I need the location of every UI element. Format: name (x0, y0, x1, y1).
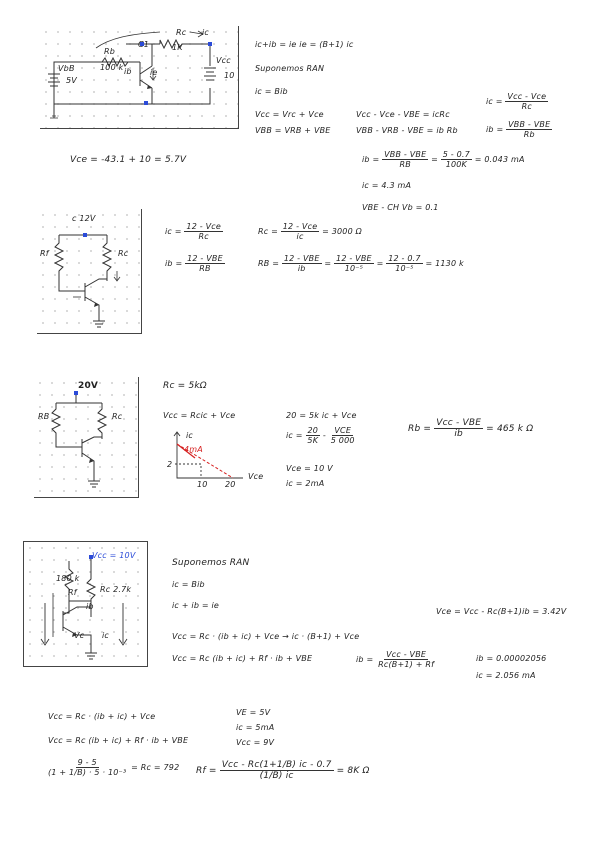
c3-eq-2: 20 = 5k ic + Vce (286, 411, 357, 420)
c1-label-vcc-val: 10 (224, 71, 235, 80)
c1-label-rc-val: 1K (172, 43, 183, 52)
c4-label-rc: Rc 2.7k (100, 585, 132, 594)
c1-eq-ic: ic = 4.3 mA (362, 181, 412, 190)
c3-label-rc: Rc (112, 412, 123, 421)
c3-graph-y-label: ic (186, 431, 194, 440)
c1-label-c1: C1 (138, 40, 150, 49)
c1-label-ic: ic (202, 28, 210, 37)
c4-label-rf-val: 180 k (56, 574, 80, 583)
c4-eq-4: Vcc = Rc · (ib + ic) + Vce → ic · (B+1) … (172, 632, 360, 641)
circuit-4-schematic (40, 555, 128, 660)
c1-label-vbb-val: 5V (66, 76, 77, 85)
c3-heading: Rc = 5kΩ (163, 381, 207, 391)
c4-label-ic: ic (102, 631, 110, 640)
c1-label-vbb: VbB (58, 64, 75, 73)
c5-spec-3: Vcc = 9V (236, 738, 275, 747)
c1-label-vcc: Vcc (216, 56, 231, 65)
c3-graph-point: 4mA (184, 445, 203, 454)
c5-eq-2: Vcc = Rc (ib + ic) + Rf · ib + VBE (48, 736, 189, 745)
c3-graph-x2: 20 (225, 480, 236, 489)
c4-label-vcc: Vcc = 10V (92, 551, 136, 560)
c1-eq-3: ic = Bib (255, 87, 288, 96)
c3-graph-x-label: Vce (248, 472, 264, 481)
c3-eq-1: Vcc = Rcic + Vce (163, 411, 236, 420)
c4-eq-7: ic = 2.056 mA (476, 671, 536, 680)
c1-label-ie: ie (150, 68, 158, 77)
c4-heading: Suponemos RAN (172, 558, 250, 568)
c5-frac-rf: Rf = Vcc - Rc(1+1/B) ic - 0.7(1/B) ic = … (196, 760, 370, 781)
c5-frac-rc: 9 - 5(1 + 1/B) · 5 · 10⁻³ = Rc = 792 (48, 758, 180, 777)
c1-eq-5: VBB = VRB + VBE (255, 126, 331, 135)
c1-label-rb: Rb (104, 47, 116, 56)
c3-label-rb: RB (38, 412, 50, 421)
circuit-3-schematic (50, 391, 108, 488)
circuit-2-schematic (53, 233, 121, 328)
c1-eq-1: ic+ib = ie ie = (B+1) ic (255, 40, 354, 49)
c4-label-vc: Vc (74, 631, 85, 640)
c5-spec-1: VE = 5V (236, 708, 271, 717)
c3-eq-4: Vce = 10 V (286, 464, 333, 473)
c3-graph-x1: 10 (197, 480, 208, 489)
c1-eq-7: VBB - VRB - VBE = ib Rb (356, 126, 458, 135)
c3-load-line-graph (173, 431, 243, 479)
c4-eq-5: Vcc = Rc (ib + ic) + Rf · ib + VBE (172, 654, 313, 663)
c5-spec-2: ic = 5mA (236, 723, 275, 732)
c1-label-rb-val: 100 k (100, 63, 124, 72)
c1-vce-result: Vce = -43.1 + 10 = 5.7V (70, 155, 187, 165)
c4-eq-1: ic = Bib (172, 580, 205, 589)
c1-label-ib: ib (124, 67, 132, 76)
circuit-1-schematic (48, 30, 216, 119)
c3-graph-y2: 2 (167, 460, 173, 469)
c5-eq-1: Vcc = Rc · (ib + ic) + Vce (48, 712, 156, 721)
c4-eq-3: Vce = Vcc - Rc(B+1)ib = 3.42V (436, 607, 567, 616)
circuit-3-panel (34, 377, 139, 498)
c2-label-rc: Rc (118, 249, 129, 258)
c1-eq-2: Suponemos RAN (255, 64, 325, 73)
circuit-4-panel (23, 541, 148, 667)
c4-label-ib: ib (86, 602, 94, 611)
c4-eq-2: ic + ib = ie (172, 601, 220, 610)
c4-eq-6: ib = 0.00002056 (476, 654, 547, 663)
c2-label-vcc: c 12V (72, 214, 96, 223)
c2-label-rf: Rf (40, 249, 49, 258)
c1-eq-vbe: VBE - CH Vb = 0.1 (362, 203, 439, 212)
circuit-2-panel (37, 209, 142, 334)
c3-eq-5: ic = 2mA (286, 479, 325, 488)
c1-eq-6: Vcc - Vce - VBE = icRc (356, 110, 450, 119)
c3-label-vcc: 20V (78, 381, 99, 391)
c4-label-rf: Rf (68, 588, 77, 597)
c1-label-rc: Rc (176, 28, 187, 37)
c1-eq-4: Vcc = Vrc + Vce (255, 110, 324, 119)
